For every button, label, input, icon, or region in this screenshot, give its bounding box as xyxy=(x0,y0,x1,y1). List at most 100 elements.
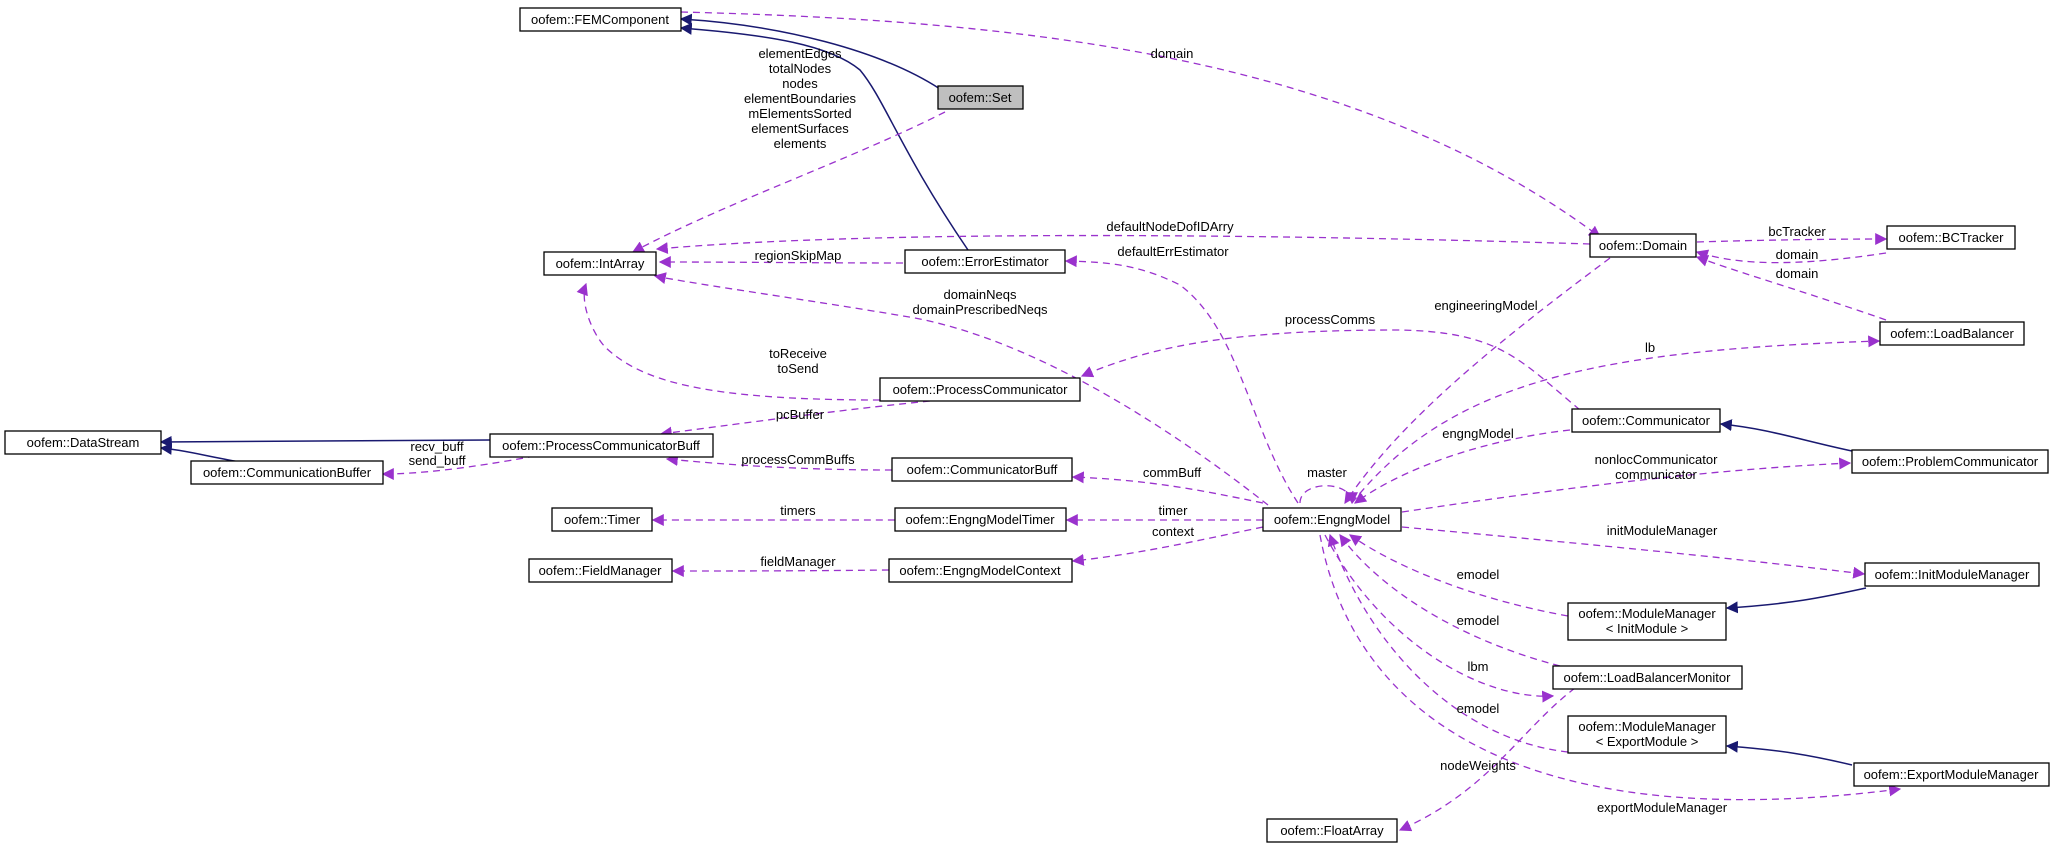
inheritance-edges xyxy=(159,13,1867,766)
node-engngmodeltimer[interactable]: oofem::EngngModelTimer xyxy=(894,507,1067,532)
node-engngmodelcontext[interactable]: oofem::EngngModelContext xyxy=(888,558,1073,583)
label-defaulterrestimator: defaultErrEstimator xyxy=(1117,244,1229,259)
edge-lbm-to-engngmodel xyxy=(1339,534,1561,667)
edge-engngmodel-to-intarray xyxy=(653,272,1269,506)
node-initmodulemanager[interactable]: oofem::InitModuleManager xyxy=(1864,562,2040,587)
label-emodel-lbm: emodel xyxy=(1457,613,1500,628)
edge-modulemanager-init-to-engngmodel xyxy=(1349,534,1569,617)
node-bctracker[interactable]: oofem::BCTracker xyxy=(1886,225,2016,250)
edge-pcbuff-to-datastream xyxy=(159,435,491,448)
node-modulemanager-init-label-2: < InitModule > xyxy=(1606,621,1688,636)
label-exportmodulemanager: exportModuleManager xyxy=(1597,800,1728,815)
edge-set-to-intarray xyxy=(631,111,946,253)
edge-domain-to-bctracker xyxy=(1696,233,1888,246)
label-set-member-5: mElementsSorted xyxy=(748,106,851,121)
node-loadbalancermonitor-label: oofem::LoadBalancerMonitor xyxy=(1564,670,1732,685)
label-set-member-2: totalNodes xyxy=(769,61,832,76)
node-communicator[interactable]: oofem::Communicator xyxy=(1571,408,1721,433)
node-communicatorbuff[interactable]: oofem::CommunicatorBuff xyxy=(891,457,1073,482)
node-modulemanager-export-label-2: < ExportModule > xyxy=(1596,734,1699,749)
node-processcommunicator[interactable]: oofem::ProcessCommunicator xyxy=(879,377,1081,402)
nodes: oofem::FEMComponent oofem::Set oofem::In… xyxy=(4,7,2050,843)
node-loadbalancer-label: oofem::LoadBalancer xyxy=(1890,326,2014,341)
label-recv-buff: recv_buff xyxy=(410,439,464,454)
node-modulemanager-init[interactable]: oofem::ModuleManager < InitModule > xyxy=(1567,602,1727,641)
label-defaultnodedofidarry: defaultNodeDofIDArry xyxy=(1106,219,1234,234)
edge-engngmodel-to-lbm xyxy=(1324,534,1555,703)
label-bctracker: bcTracker xyxy=(1768,224,1826,239)
node-fieldmanager[interactable]: oofem::FieldManager xyxy=(528,558,673,583)
edge-communicator-to-processcommunicator xyxy=(1080,329,1581,411)
label-lb: lb xyxy=(1645,340,1655,355)
node-processcommunicator-label: oofem::ProcessCommunicator xyxy=(893,382,1069,397)
node-processcommunicatorbuff-label: oofem::ProcessCommunicatorBuff xyxy=(502,438,700,453)
edge-domain-to-engngmodel xyxy=(1344,257,1611,505)
edge-errorestimator-to-femcomponent xyxy=(679,22,969,251)
label-bct-domain: domain xyxy=(1776,247,1819,262)
edge-labels: elementEdges totalNodes nodes elementBou… xyxy=(409,46,1827,815)
label-toreceive: toReceive xyxy=(769,346,827,361)
node-loadbalancer[interactable]: oofem::LoadBalancer xyxy=(1879,321,2025,346)
node-fieldmanager-label: oofem::FieldManager xyxy=(539,563,663,578)
label-regionskipmap: regionSkipMap xyxy=(755,248,842,263)
node-processcommunicatorbuff[interactable]: oofem::ProcessCommunicatorBuff xyxy=(489,433,714,458)
node-domain-label: oofem::Domain xyxy=(1599,238,1687,253)
node-errorestimator[interactable]: oofem::ErrorEstimator xyxy=(904,249,1066,274)
node-engngmodel-label: oofem::EngngModel xyxy=(1274,512,1390,527)
node-modulemanager-init-label-1: oofem::ModuleManager xyxy=(1578,606,1716,621)
node-loadbalancermonitor[interactable]: oofem::LoadBalancerMonitor xyxy=(1552,665,1743,690)
edge-engngmodel-to-initmodulemanager xyxy=(1401,526,1866,579)
node-communicationbuffer-label: oofem::CommunicationBuffer xyxy=(203,465,372,480)
label-pcbuffer: pcBuffer xyxy=(776,407,825,422)
usage-edges xyxy=(381,11,1902,832)
label-context: context xyxy=(1152,524,1194,539)
label-domainneqs: domainNeqs xyxy=(944,287,1017,302)
node-timer[interactable]: oofem::Timer xyxy=(551,507,653,532)
node-set: oofem::Set xyxy=(937,85,1024,110)
label-timer: timer xyxy=(1159,503,1189,518)
node-communicatorbuff-label: oofem::CommunicatorBuff xyxy=(907,462,1058,477)
node-datastream-label: oofem::DataStream xyxy=(27,435,140,450)
node-femcomponent-label: oofem::FEMComponent xyxy=(531,12,669,27)
node-communicationbuffer[interactable]: oofem::CommunicationBuffer xyxy=(190,460,384,485)
node-floatarray[interactable]: oofem::FloatArray xyxy=(1266,818,1398,843)
edge-initmodulemanager-to-modulemanager xyxy=(1725,587,1867,614)
edge-engngmodel-to-exportmodulemanager xyxy=(1319,534,1902,801)
label-processcommbuffs: processCommBuffs xyxy=(741,452,855,467)
node-engngmodelcontext-label: oofem::EngngModelContext xyxy=(899,563,1061,578)
label-set-member-7: elements xyxy=(774,136,827,151)
node-timer-label: oofem::Timer xyxy=(564,512,641,527)
node-domain[interactable]: oofem::Domain xyxy=(1589,233,1697,258)
node-bctracker-label: oofem::BCTracker xyxy=(1899,230,2005,245)
node-set-label: oofem::Set xyxy=(949,90,1012,105)
label-domain-top: domain xyxy=(1151,46,1194,61)
edge-domain-to-intarray xyxy=(655,234,1591,255)
label-engngmodel: engngModel xyxy=(1442,426,1514,441)
edge-bctracker-to-domain xyxy=(1695,249,1887,264)
label-timers: timers xyxy=(780,503,816,518)
label-processcomms: processComms xyxy=(1285,312,1376,327)
label-emodel-export: emodel xyxy=(1457,701,1500,716)
edge-engngmodel-self-master xyxy=(1299,485,1358,505)
node-engngmodel[interactable]: oofem::EngngModel xyxy=(1262,507,1402,532)
node-problemcommunicator[interactable]: oofem::ProblemCommunicator xyxy=(1851,449,2049,474)
node-errorestimator-label: oofem::ErrorEstimator xyxy=(921,254,1049,269)
label-tosend: toSend xyxy=(777,361,818,376)
label-master: master xyxy=(1307,465,1347,480)
node-problemcommunicator-label: oofem::ProblemCommunicator xyxy=(1862,454,2039,469)
node-exportmodulemanager[interactable]: oofem::ExportModuleManager xyxy=(1853,762,2050,787)
edge-lbm-to-floatarray xyxy=(1398,687,1576,832)
label-lb-domain: domain xyxy=(1776,266,1819,281)
node-floatarray-label: oofem::FloatArray xyxy=(1280,823,1384,838)
node-datastream[interactable]: oofem::DataStream xyxy=(4,430,162,455)
node-modulemanager-export[interactable]: oofem::ModuleManager < ExportModule > xyxy=(1567,715,1727,754)
node-femcomponent[interactable]: oofem::FEMComponent xyxy=(519,7,682,32)
edge-set-to-femcomponent xyxy=(679,13,941,90)
edge-problemcomm-to-communicator xyxy=(1719,419,1853,452)
node-intarray[interactable]: oofem::IntArray xyxy=(543,251,657,276)
edge-loadbalancer-to-domain xyxy=(1695,255,1887,321)
edge-processcommunicator-to-intarray xyxy=(576,282,881,401)
label-set-member-4: elementBoundaries xyxy=(744,91,857,106)
node-communicator-label: oofem::Communicator xyxy=(1582,413,1711,428)
